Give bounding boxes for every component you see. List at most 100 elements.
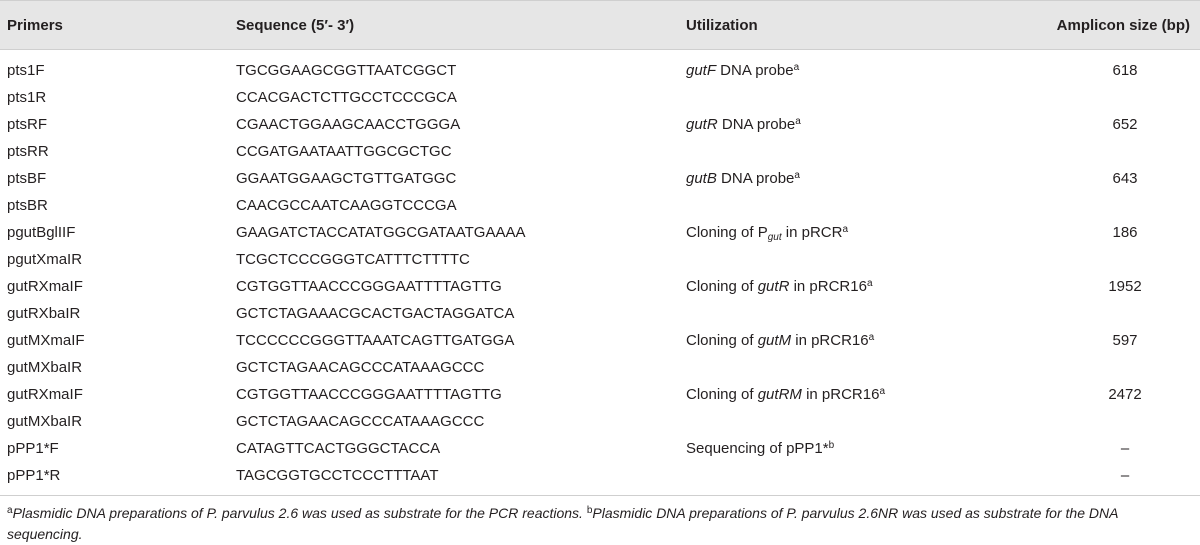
table-row: ptsBF GGAATGGAAGCTGTTGATGGC gutB DNA probe… [0,165,1200,192]
header-amplicon-size: Amplicon size (bp) [1056,16,1190,34]
sequence-cell: TCCCCCCGGGTTAAATCAGTTGATGGA [236,332,515,349]
sequence-cell: GGAATGGAAGCTGTTGATGGC [236,170,457,187]
utilization-cell: Cloning of Pgut in pRCRa [686,219,848,246]
primer-name-cell: ptsBF [7,170,47,187]
amplicon-size-cell: 186 [1112,224,1138,241]
table-row: ptsRF CGAACTGGAAGCAACCTGGGA gutR DNA probe… [0,111,1200,138]
table-row: pgutBglIIF GAAGATCTACCATATGGCGATAATGAAAA C… [0,219,1200,246]
sequence-cell: CCACGACTCTTGCCTCCCGCA [236,89,457,106]
table-row: ptsBR CAACGCCAATCAAGGTCCCGA [0,192,1200,219]
sequence-cell: GAAGATCTACCATATGGCGATAATGAAAA [236,224,526,241]
amplicon-size-cell: – [1120,467,1130,484]
amplicon-size-cell: 618 [1112,62,1138,79]
utilization-text: DNA probe [716,170,795,187]
utilization-text: DNA probe [717,116,796,133]
sequence-cell: CGAACTGGAAGCAACCTGGGA [236,116,461,133]
table-header: Primers Sequence (5′- 3′) Utilization Am… [0,0,1200,50]
sequence-cell: CAACGCCAATCAAGGTCCCGA [236,197,457,214]
gene-name: gutM [757,332,792,349]
amplicon-size-cell: 652 [1112,116,1138,133]
amplicon-size-cell: – [1120,440,1130,457]
utilization-cell: gutF DNA probea [686,57,799,84]
sequence-cell: CGTGGTTAACCCGGGAATTTTAGTTG [236,386,502,403]
table-row: gutMXbaIR GCTCTAGAACAGCCCATAAAGCCC [0,408,1200,435]
primer-name-cell: pts1R [7,89,47,106]
primer-name-cell: ptsRF [7,116,48,133]
footnote-marker: a [842,224,849,235]
gene-name: gutR [686,116,718,133]
amplicon-size-cell: 1952 [1108,278,1142,295]
utilization-prefix: Cloning of [686,332,758,349]
sequence-cell: CATAGTTCACTGGGCTACCA [236,440,441,457]
table-body: pts1F TGCGGAAGCGGTTAATCGGCT gutF DNA probe… [0,57,1200,489]
footnote-marker: a [794,170,800,181]
primer-name-cell: gutMXmaIF [7,332,85,349]
table-row: gutMXbaIR GCTCTAGAACAGCCCATAAAGCCC [0,354,1200,381]
primer-name-cell: pts1F [7,62,45,79]
header-utilization: Utilization [686,16,758,34]
table-row: pPP1*R TAGCGGTGCCTCCCTTTAAT – [0,462,1200,489]
table-bottom-rule [0,495,1200,496]
sequence-cell: TCGCTCCCGGGTCATTTCTTTTC [236,251,470,268]
primer-name-cell: ptsBR [7,197,48,214]
footnote-a-mark: a [7,505,13,516]
gene-name: gutB [686,170,717,187]
primer-name-cell: pPP1*F [7,440,59,457]
table-row: pts1R CCACGACTCTTGCCTCCCGCA [0,84,1200,111]
footnote-marker: a [868,332,875,343]
table-row: gutRXmaIF CGTGGTTAACCCGGGAATTTTAGTTG Cloni… [0,273,1200,300]
amplicon-size-cell: 2472 [1108,386,1142,403]
utilization-cell: Cloning of gutRM in pRCR16a [686,381,885,408]
utilization-prefix: Sequencing of pPP1* [686,440,829,457]
footnote-b-text: Plasmidic DNA preparations of P. parvulu… [7,505,1118,542]
sequence-cell: GCTCTAGAACAGCCCATAAAGCCC [236,359,485,376]
sequence-cell: GCTCTAGAACAGCCCATAAAGCCC [236,413,485,430]
primer-name-cell: gutMXbaIR [7,359,83,376]
utilization-subscript: gut [767,232,782,243]
utilization-text: in pRCR16 [789,278,867,295]
footnote-marker: a [879,386,886,397]
footnote-b-mark: b [586,505,593,516]
utilization-prefix: Cloning of P [686,224,768,241]
utilization-cell: Cloning of gutM in pRCR16a [686,327,874,354]
gene-name: gutF [686,62,717,79]
gene-name: gutR [757,278,790,295]
primer-name-cell: gutRXbaIR [7,305,81,322]
primer-name-cell: gutRXmaIF [7,278,83,295]
utilization-text: in pRCR16 [791,332,869,349]
primer-name-cell: gutRXmaIF [7,386,83,403]
primer-name-cell: pgutXmaIR [7,251,83,268]
amplicon-size-cell: 597 [1112,332,1138,349]
header-primers: Primers [7,16,63,34]
footnote-a-text: Plasmidic DNA preparations of P. parvulu… [12,505,587,521]
amplicon-size-cell: 643 [1112,170,1138,187]
table-row: ptsRR CCGATGAATAATTGGCGCTGC [0,138,1200,165]
utilization-cell: gutB DNA probea [686,165,800,192]
sequence-cell: TAGCGGTGCCTCCCTTTAAT [236,467,439,484]
header-sequence: Sequence (5′- 3′) [236,16,355,34]
footnote-marker: a [866,278,873,289]
primer-name-cell: ptsRR [7,143,49,160]
primer-name-cell: gutMXbaIR [7,413,83,430]
utilization-text: in pRCR [781,224,843,241]
sequence-cell: GCTCTAGAAACGCACTGACTAGGATCA [236,305,515,322]
table-row: gutMXmaIF TCCCCCCGGGTTAAATCAGTTGATGGA Clon… [0,327,1200,354]
table-row: gutRXmaIF CGTGGTTAACCCGGGAATTTTAGTTG Cloni… [0,381,1200,408]
utilization-text: DNA probe [716,62,794,79]
table-row: pPP1*F CATAGTTCACTGGGCTACCA Sequencing of … [0,435,1200,462]
footnote-marker: a [795,116,801,127]
sequence-cell: TGCGGAAGCGGTTAATCGGCT [236,62,457,79]
utilization-cell: Sequencing of pPP1*b [686,435,834,462]
table-row: pgutXmaIR TCGCTCCCGGGTCATTTCTTTTC [0,246,1200,273]
utilization-prefix: Cloning of [686,386,758,403]
utilization-text: in pRCR16 [801,386,880,403]
table-row: pts1F TGCGGAAGCGGTTAATCGGCT gutF DNA probe… [0,57,1200,84]
table-row: gutRXbaIR GCTCTAGAAACGCACTGACTAGGATCA [0,300,1200,327]
utilization-cell: Cloning of gutR in pRCR16a [686,273,873,300]
primer-name-cell: pPP1*R [7,467,61,484]
sequence-cell: CCGATGAATAATTGGCGCTGC [236,143,452,160]
sequence-cell: CGTGGTTAACCCGGGAATTTTAGTTG [236,278,502,295]
primer-name-cell: pgutBglIIF [7,224,76,241]
footnote-marker: b [828,440,835,451]
